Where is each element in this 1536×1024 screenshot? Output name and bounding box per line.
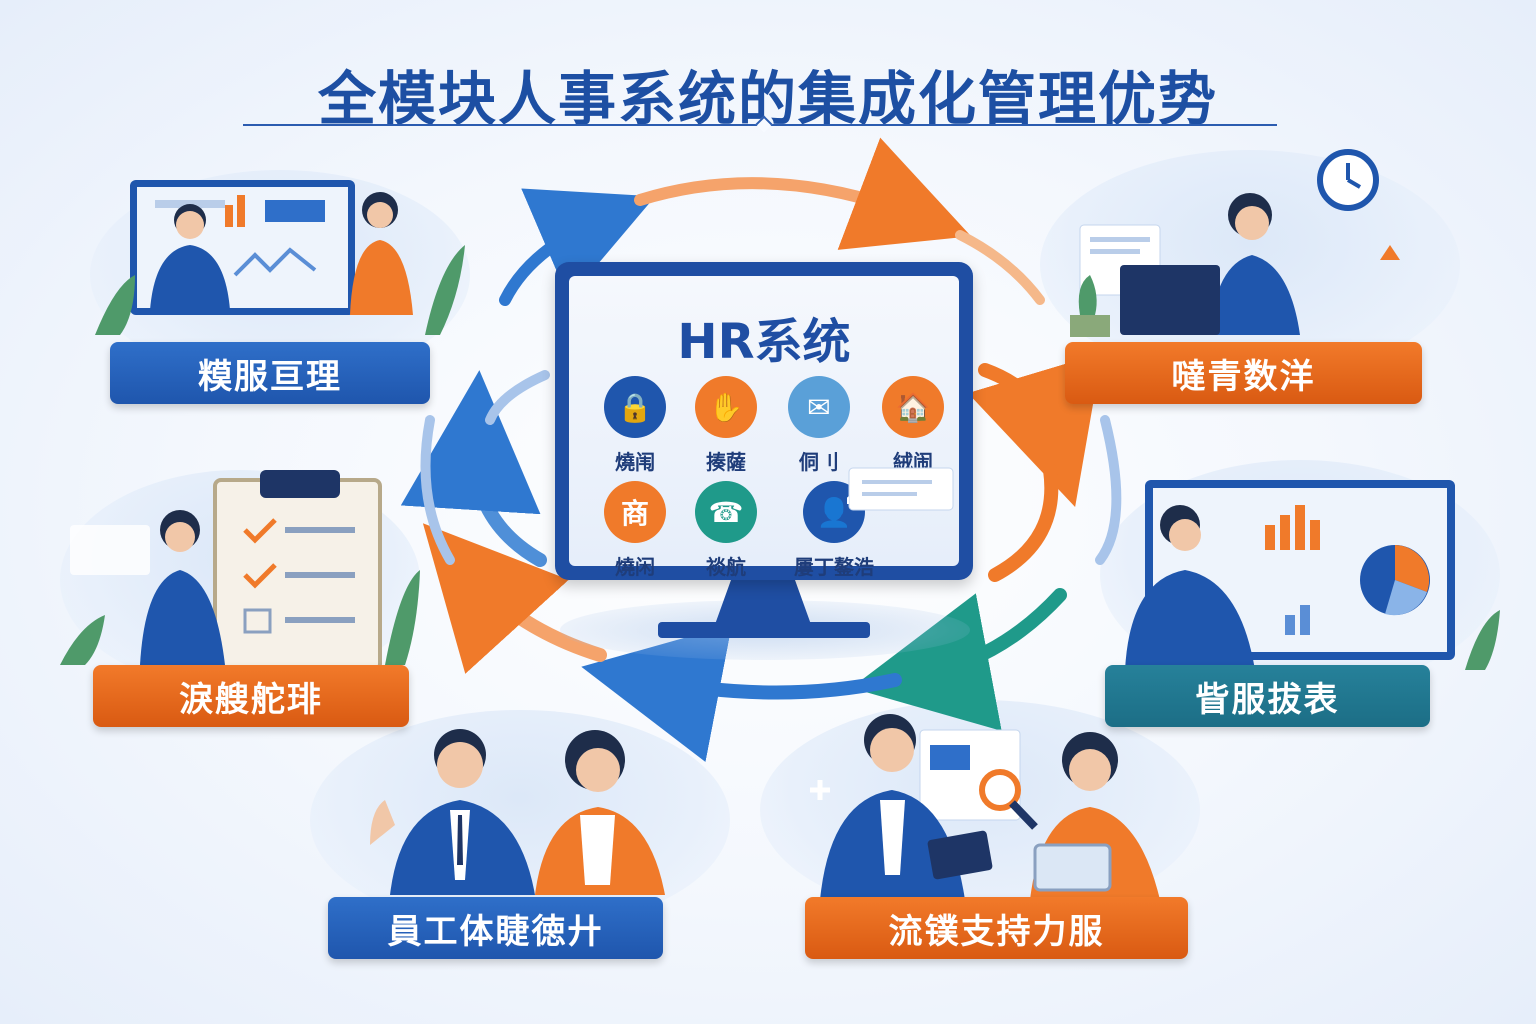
chat-bubble-icon [847,467,954,511]
monitor-base [658,622,870,638]
cycle-arrow [967,352,1102,508]
cycle-arrow [400,370,547,567]
cycle-arrow [955,230,1045,305]
cycle-arrow [1095,415,1122,565]
briefcase-icon: 🏠 [882,376,944,438]
checklist-scene-illustration [60,470,420,672]
module-label: 侗刂 [799,450,839,474]
cycle-arrow [851,588,1067,731]
section-label: 淚艘舵琲 [93,665,409,727]
module-item: ✉ 侗刂 [779,376,859,475]
presentation-scene-illustration [95,180,465,335]
section-label: 糢服亘理 [110,342,430,404]
section-label: 流镤支持力服 [805,897,1188,959]
cycle-arrow [420,415,455,565]
module-item: 商 燒闲 [595,481,675,580]
section-label: 噠青数洋 [1065,342,1422,404]
section-label: 眥服拔表 [1105,665,1430,727]
module-label: 屢丁鏊浩 [794,555,874,579]
employees-scene-illustration [370,729,665,895]
laptop-scene-illustration [1070,149,1400,337]
support-scene-illustration [810,714,1160,900]
analytics-scene-illustration [1125,480,1500,670]
document-icon: 商 [604,481,666,543]
cycle-arrow [422,523,607,674]
cycle-arrow [581,624,902,762]
module-label: 燒闲 [615,555,655,579]
gear-hand-icon: ✋ [695,376,757,438]
module-item: ✋ 揍薩 [686,376,766,475]
module-label: 裧航 [706,555,746,579]
section-label: 員工体睫徳廾 [328,897,663,959]
cycle-arrow [485,370,550,425]
monitor-screen: HR系统 🔒 燒闱 ✋ 揍薩 ✉ 侗刂 🏠 絨闹 商 燒闲 ☎ 裧航 👤 屢丁鏊… [569,276,959,579]
module-item: ☎ 裧航 [686,481,766,580]
cycle-arrow [499,188,656,306]
mail-icon: ✉ [788,376,850,438]
lock-icon: 🔒 [604,376,666,438]
hr-system-monitor: HR系统 🔒 燒闱 ✋ 揍薩 ✉ 侗刂 🏠 絨闹 商 燒闲 ☎ 裧航 👤 屢丁鏊… [555,262,973,580]
phone-icon: ☎ [695,481,757,543]
module-item: 🏠 絨闹 [873,376,953,475]
monitor-stand [713,580,813,630]
hr-system-title: HR系统 [677,314,851,370]
module-item: 🔒 燒闱 [595,376,675,475]
module-label: 揍薩 [706,450,746,474]
cycle-arrow [634,137,972,250]
module-label: 燒闱 [615,450,655,474]
cycle-arrow [988,463,1059,582]
